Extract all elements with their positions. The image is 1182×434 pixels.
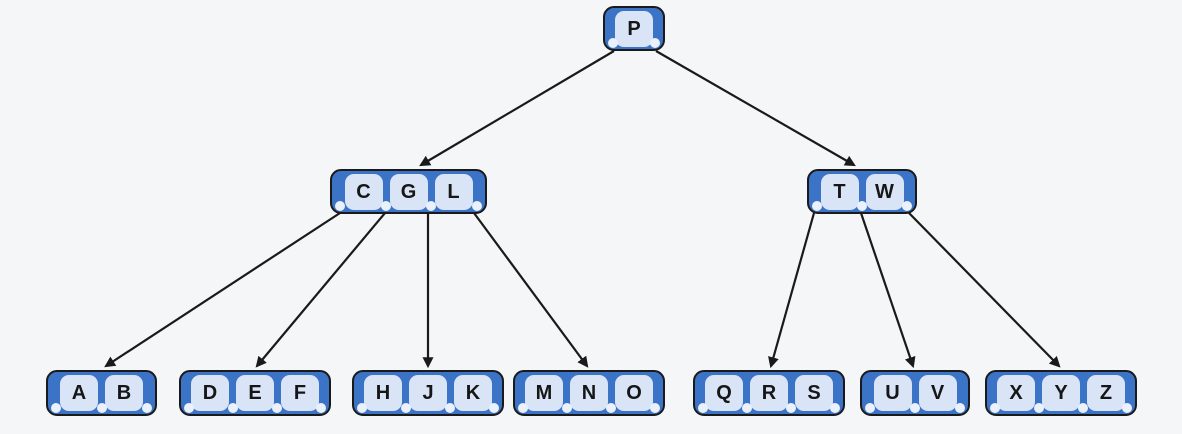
key-cell: K xyxy=(454,375,492,411)
child-pointer-dot xyxy=(380,201,391,211)
edge-p-tw xyxy=(655,50,856,167)
child-pointer-dot xyxy=(902,201,912,211)
child-pointer-dot xyxy=(698,403,708,413)
key-cell: S xyxy=(795,375,833,411)
key-cell: J xyxy=(409,375,447,411)
key-cell: G xyxy=(389,174,428,210)
child-pointer-dot xyxy=(857,201,867,211)
child-pointer-dot xyxy=(445,403,455,413)
child-pointer-dot xyxy=(1078,403,1088,413)
key-cell: R xyxy=(750,375,788,411)
key-cell: V xyxy=(918,375,957,411)
child-pointer-dot xyxy=(830,403,840,413)
btree-node-qrs: Q R S xyxy=(693,370,845,416)
btree-node-ab: A B xyxy=(46,370,157,416)
key-cell: C xyxy=(344,174,383,210)
child-pointer-dot xyxy=(142,403,152,413)
btree-node-p: P xyxy=(603,6,665,51)
child-pointer-dot xyxy=(228,403,238,413)
key-cell: B xyxy=(105,375,143,411)
child-pointer-dot xyxy=(335,201,345,211)
child-pointer-dot xyxy=(357,403,367,413)
child-pointer-dot xyxy=(910,403,920,413)
child-pointer-dot xyxy=(812,201,822,211)
key-cell: W xyxy=(865,174,904,210)
child-pointer-dot xyxy=(489,403,499,413)
child-pointer-dot xyxy=(426,201,437,211)
child-pointer-dot xyxy=(650,403,660,413)
btree-node-xyz: X Y Z xyxy=(985,370,1137,416)
key-cell: A xyxy=(60,375,98,411)
child-pointer-dot xyxy=(742,403,752,413)
key-cell: M xyxy=(525,375,563,411)
edge-tw-uv xyxy=(859,212,916,369)
child-pointer-dot xyxy=(51,403,61,413)
child-pointer-dot xyxy=(786,403,796,413)
child-pointer-dot xyxy=(608,38,618,48)
key-cell: D xyxy=(191,375,229,411)
edge-tw-xyz xyxy=(908,212,1061,368)
child-pointer-dot xyxy=(401,403,411,413)
key-cell: Z xyxy=(1087,375,1125,411)
child-pointer-dot xyxy=(184,403,194,413)
edge-p-cgl xyxy=(419,50,615,167)
key-cell: X xyxy=(997,375,1035,411)
key-cell: N xyxy=(570,375,608,411)
btree-node-cgl: C G L xyxy=(330,169,487,214)
btree-node-def: D E F xyxy=(179,370,331,416)
child-pointer-dot xyxy=(1034,403,1044,413)
key-cell: E xyxy=(236,375,274,411)
key-cell: Q xyxy=(705,375,743,411)
key-cell: P xyxy=(615,11,653,47)
child-pointer-dot xyxy=(606,403,616,413)
child-pointer-dot xyxy=(96,403,107,413)
child-pointer-dot xyxy=(990,403,1000,413)
child-pointer-dot xyxy=(1122,403,1132,413)
child-pointer-dot xyxy=(650,38,660,48)
child-pointer-dot xyxy=(955,403,965,413)
edge-cgl-ab xyxy=(104,212,341,368)
btree-node-mno: M N O xyxy=(513,370,665,416)
key-cell: T xyxy=(820,174,859,210)
edge-tw-qrs xyxy=(768,212,816,369)
edge-cgl-mno xyxy=(473,212,589,368)
child-pointer-dot xyxy=(272,403,282,413)
child-pointer-dot xyxy=(471,201,482,211)
btree-node-tw: T W xyxy=(807,169,917,214)
btree-node-uv: U V xyxy=(860,370,970,416)
child-pointer-dot xyxy=(316,403,326,413)
child-pointer-dot xyxy=(562,403,572,413)
key-cell: O xyxy=(615,375,653,411)
key-cell: U xyxy=(873,375,912,411)
key-cell: F xyxy=(281,375,319,411)
child-pointer-dot xyxy=(518,403,528,413)
key-cell: L xyxy=(434,174,473,210)
key-cell: H xyxy=(364,375,402,411)
child-pointer-dot xyxy=(865,403,875,413)
key-cell: Y xyxy=(1042,375,1080,411)
edge-cgl-def xyxy=(255,212,386,368)
btree-node-hjk: H J K xyxy=(352,370,504,416)
